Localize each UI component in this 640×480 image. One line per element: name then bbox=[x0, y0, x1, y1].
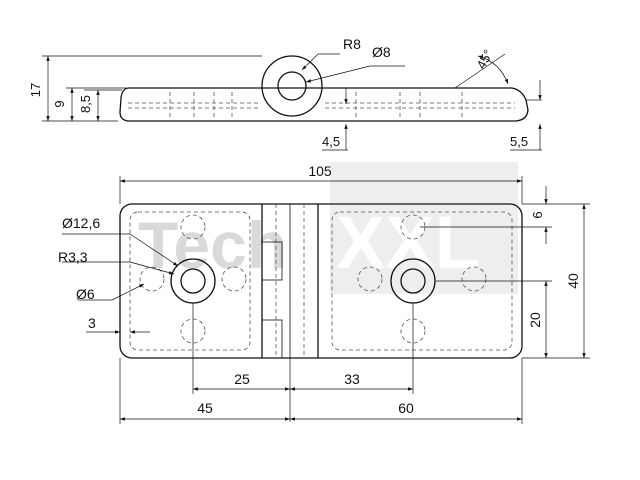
dim-label-17: 17 bbox=[28, 83, 43, 97]
dim-label-9: 9 bbox=[52, 100, 67, 107]
side-plate-outline bbox=[119, 87, 529, 122]
label-dia8: Ø8 bbox=[372, 44, 391, 60]
leader-dia6: Ø6 bbox=[76, 283, 145, 302]
watermark-text-xxl: XXL bbox=[336, 201, 480, 284]
side-hidden-lines bbox=[128, 92, 515, 121]
hidden-pocket-left bbox=[129, 211, 251, 351]
label-20: 20 bbox=[527, 312, 543, 328]
dim-top-6: 6 bbox=[420, 186, 590, 244]
leader-r3-3: R3,3 bbox=[58, 249, 175, 275]
dim-side-17: 17 bbox=[28, 55, 262, 122]
dim-side-4-5: 4,5 bbox=[322, 88, 348, 151]
knuckle-outline bbox=[261, 55, 323, 117]
watermark: Tech XXL bbox=[138, 162, 518, 294]
label-40: 40 bbox=[565, 273, 581, 289]
dim-top-33: 33 bbox=[290, 303, 414, 394]
dim-side-9: 9 bbox=[52, 87, 126, 121]
dim-top-105: 105 bbox=[119, 163, 523, 204]
hidden-pocket-right bbox=[331, 211, 513, 351]
dim-label-8-5: 8,5 bbox=[78, 95, 93, 113]
dim-top-40: 40 bbox=[522, 204, 590, 359]
label-dia12-6: Ø12,6 bbox=[62, 215, 100, 231]
label-105: 105 bbox=[308, 163, 332, 179]
dim-angle-45: 45° bbox=[454, 47, 509, 89]
side-view: 17 9 8,5 R8 Ø8 45° bbox=[28, 36, 542, 151]
dim-side-8-5: 8,5 bbox=[78, 89, 122, 121]
label-45: 45 bbox=[197, 400, 213, 416]
dim-top-3: 3 bbox=[86, 315, 150, 334]
right-hole bbox=[400, 268, 426, 294]
dim-side-5-5: 5,5 bbox=[510, 80, 542, 151]
left-hole bbox=[180, 268, 206, 294]
label-33: 33 bbox=[344, 371, 360, 387]
dim-top-45: 45 bbox=[119, 358, 290, 424]
label-4-5: 4,5 bbox=[322, 134, 340, 149]
label-r8: R8 bbox=[343, 36, 361, 52]
label-5-5: 5,5 bbox=[510, 134, 528, 149]
leader-dia12-6: Ø12,6 bbox=[62, 215, 179, 267]
leader-r8: R8 bbox=[301, 36, 361, 71]
label-25: 25 bbox=[234, 371, 250, 387]
label-60: 60 bbox=[398, 400, 414, 416]
label-6: 6 bbox=[530, 211, 545, 218]
leader-dia8: Ø8 bbox=[305, 44, 405, 83]
label-angle-45: 45° bbox=[473, 47, 495, 71]
label-r3-3: R3,3 bbox=[58, 249, 88, 265]
dim-top-60: 60 bbox=[290, 358, 523, 424]
label-3: 3 bbox=[88, 315, 96, 331]
top-view: 105 Ø12,6 R3,3 Ø6 3 bbox=[58, 163, 590, 424]
label-dia6: Ø6 bbox=[76, 286, 95, 302]
dim-top-20: 20 bbox=[436, 280, 552, 358]
pin-hole bbox=[277, 71, 307, 101]
